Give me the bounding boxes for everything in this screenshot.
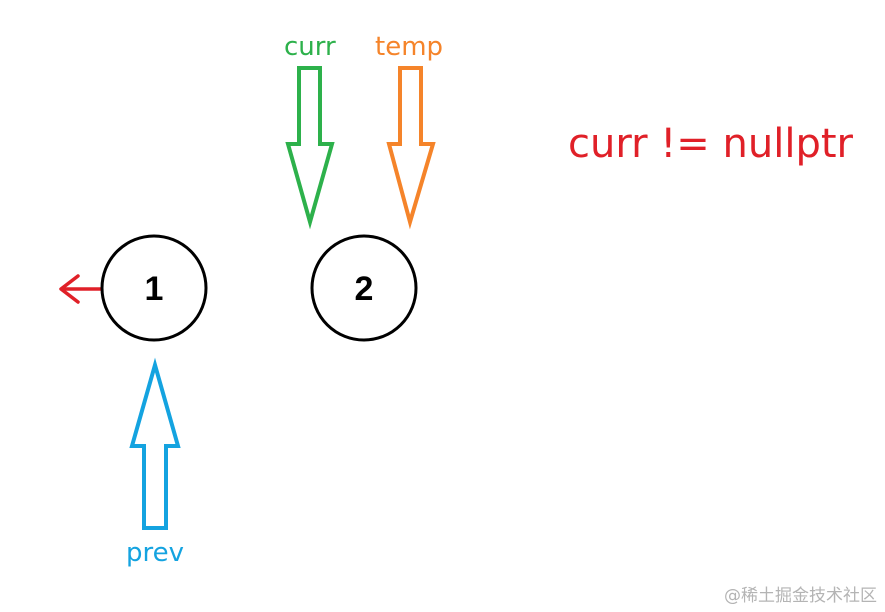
node-circle — [310, 234, 418, 342]
temp-pointer-arrow — [386, 66, 436, 230]
prev-label: prev — [126, 538, 185, 568]
node-value: 1 — [145, 270, 164, 308]
temp-label: temp — [375, 32, 444, 62]
curr-pointer-arrow — [285, 66, 335, 230]
list-node: 2 — [310, 234, 418, 342]
watermark: @稀土掘金技术社区 — [724, 586, 877, 606]
curr-label: curr — [284, 32, 336, 62]
node-value: 2 — [355, 270, 374, 308]
prev-pointer-arrow — [129, 357, 181, 530]
list-node: 1 — [100, 234, 208, 342]
node-circle — [100, 234, 208, 342]
null-arrow — [59, 274, 104, 304]
loop-condition-text: curr != nullptr — [568, 121, 853, 167]
